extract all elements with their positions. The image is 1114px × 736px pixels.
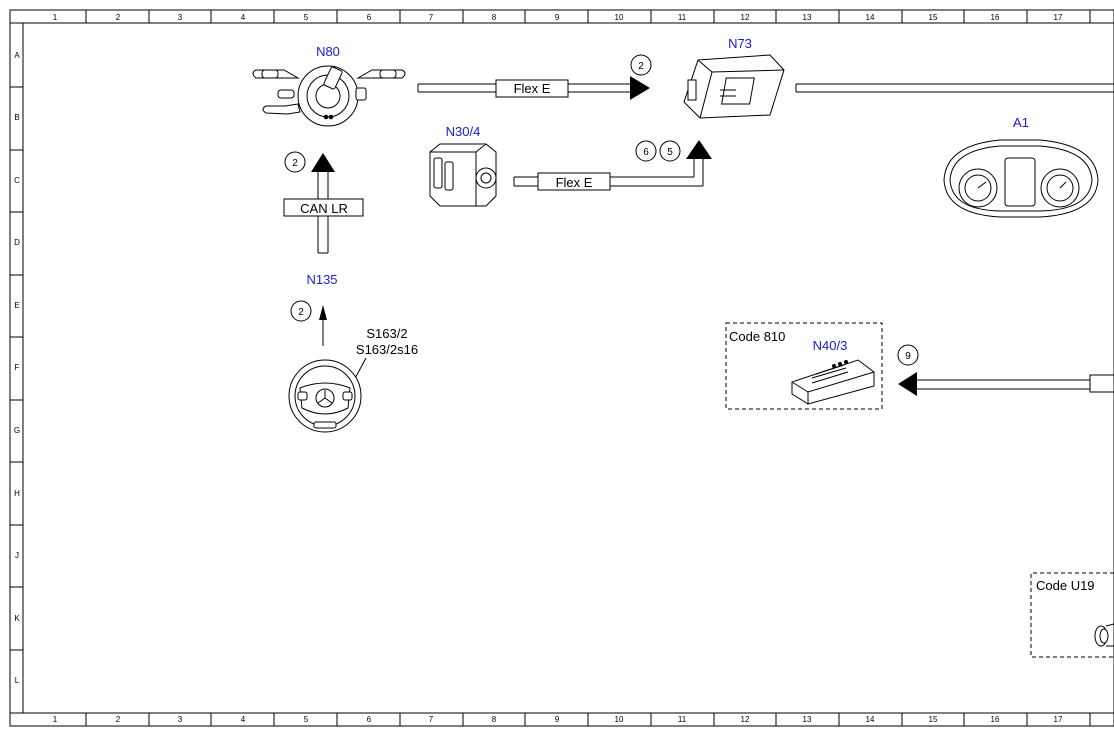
col-label: 11 xyxy=(678,13,687,22)
row-label: J xyxy=(15,551,19,560)
row-label: B xyxy=(14,113,19,122)
marker-2-steering: 2 xyxy=(298,307,304,318)
n40-3-label: N40/3 xyxy=(813,338,848,353)
row-label: E xyxy=(14,301,19,310)
col-label: 14 xyxy=(866,13,875,22)
row-label: K xyxy=(14,614,20,623)
n80-steering-column-module-icon xyxy=(252,65,406,127)
row-label: F xyxy=(15,363,20,372)
steering-wheel-icon xyxy=(288,359,362,433)
row-label: A xyxy=(14,51,20,60)
flex-e-label-top: Flex E xyxy=(514,81,551,96)
can-lr-bus: CAN LR xyxy=(283,153,364,254)
row-label: C xyxy=(14,176,20,185)
col-label: 7 xyxy=(429,715,434,724)
row-label: L xyxy=(15,676,20,685)
col-label: 5 xyxy=(304,13,309,22)
column-ticks xyxy=(85,10,1091,726)
col-label: 7 xyxy=(429,13,434,22)
col-label: 12 xyxy=(741,715,750,724)
marker-6: 6 xyxy=(643,147,649,158)
col-label: 15 xyxy=(929,13,938,22)
flex-e-label-mid: Flex E xyxy=(556,175,593,190)
n40-3-sound-amplifier-icon xyxy=(791,359,875,405)
col-label: 5 xyxy=(304,715,309,724)
n30-4-esp-control-unit-icon xyxy=(429,143,497,207)
col-label: 13 xyxy=(803,715,812,724)
col-label: 8 xyxy=(492,715,497,724)
n73-label: N73 xyxy=(728,36,752,51)
n30-4-label: N30/4 xyxy=(446,124,481,139)
marker-2-can-lr: 2 xyxy=(292,158,298,169)
col-label: 17 xyxy=(1054,715,1063,724)
col-label: 15 xyxy=(929,715,938,724)
arrow-up-icon xyxy=(319,305,327,320)
col-label: 13 xyxy=(803,13,812,22)
col-label: 1 xyxy=(53,13,58,22)
col-label: 9 xyxy=(555,715,560,724)
n135-label: N135 xyxy=(306,272,337,287)
col-label: 2 xyxy=(116,13,121,22)
a1-label: A1 xyxy=(1013,115,1029,130)
col-label: 11 xyxy=(678,715,687,724)
row-label: G xyxy=(14,426,20,435)
col-label: 17 xyxy=(1054,13,1063,22)
s163-2s16-label: S163/2s16 xyxy=(356,342,418,357)
arrow-left-icon xyxy=(898,372,917,396)
col-label: 14 xyxy=(866,715,875,724)
arrow-right-icon xyxy=(630,76,650,100)
n80-label: N80 xyxy=(316,44,340,59)
steering-wheel-signal xyxy=(319,305,327,346)
col-label: 9 xyxy=(555,13,560,22)
n73-a1-line xyxy=(795,83,1114,93)
code-810-box xyxy=(725,322,883,410)
col-label: 4 xyxy=(241,13,246,22)
col-label: 8 xyxy=(492,13,497,22)
s163-2-label: S163/2 xyxy=(366,326,407,341)
code-810-label: Code 810 xyxy=(729,329,785,344)
col-label: 6 xyxy=(367,13,372,22)
col-label: 3 xyxy=(178,13,183,22)
a1-instrument-cluster-icon xyxy=(943,139,1099,218)
marker-9: 9 xyxy=(905,351,911,362)
row-label: H xyxy=(14,489,20,498)
col-label: 10 xyxy=(615,715,624,724)
drawing-frame xyxy=(9,9,1114,727)
arrow-up-icon xyxy=(686,140,712,159)
code-u19-component-icon xyxy=(1094,623,1114,647)
marker-2-n73: 2 xyxy=(638,61,644,72)
row-label: D xyxy=(14,238,20,247)
flex-e-bus-top: Flex E xyxy=(417,76,650,100)
n40-3-input-bus xyxy=(898,372,1114,396)
col-label: 2 xyxy=(116,715,121,724)
code-u19-label: Code U19 xyxy=(1036,578,1095,593)
col-label: 3 xyxy=(178,715,183,724)
column-labels-bottom: 1 2 3 4 5 6 7 8 9 10 11 12 13 14 15 16 1… xyxy=(53,715,1063,724)
n73-electronic-ignition-switch-icon xyxy=(683,54,785,119)
col-label: 16 xyxy=(991,13,1000,22)
col-label: 16 xyxy=(991,715,1000,724)
row-ticks xyxy=(10,86,23,651)
flex-e-bus-mid: Flex E xyxy=(513,140,712,191)
col-label: 1 xyxy=(53,715,58,724)
can-lr-label: CAN LR xyxy=(300,201,348,216)
marker-5: 5 xyxy=(667,147,673,158)
column-labels-top: 1 2 3 4 5 6 7 8 9 10 11 12 13 14 15 16 1… xyxy=(53,13,1063,22)
col-label: 4 xyxy=(241,715,246,724)
col-label: 10 xyxy=(615,13,624,22)
col-label: 6 xyxy=(367,715,372,724)
arrow-up-icon xyxy=(311,153,335,172)
col-label: 12 xyxy=(741,13,750,22)
row-labels: A B C D E F G H J K L xyxy=(14,51,20,685)
